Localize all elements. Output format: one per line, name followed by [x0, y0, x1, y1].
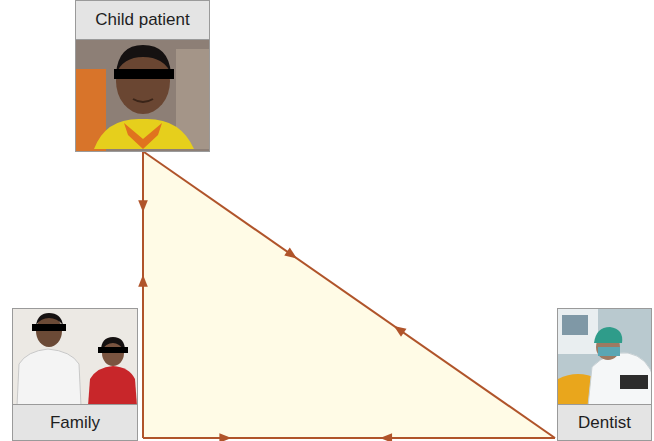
- triangle-area: [143, 152, 555, 438]
- arrowhead-from: [380, 433, 392, 441]
- label-band: Dentist: [558, 404, 651, 440]
- child-photo: [76, 39, 209, 151]
- connector: [143, 433, 555, 441]
- arrowhead-to: [138, 200, 148, 212]
- family-photo: [13, 309, 137, 405]
- connector-line: [142, 152, 144, 438]
- label-band: Child patient: [76, 1, 209, 40]
- arrowhead-from: [138, 275, 148, 287]
- label-band: Family: [13, 404, 137, 440]
- node-label: Child patient: [95, 10, 190, 30]
- child-patient-box: Child patient: [75, 0, 210, 152]
- family-box: Family: [12, 308, 138, 441]
- arrowhead-from: [394, 326, 407, 337]
- node-label: Dentist: [578, 413, 631, 433]
- connector-line: [144, 152, 555, 438]
- connector-line: [143, 437, 555, 439]
- node-label: Family: [50, 413, 100, 433]
- connector: [138, 152, 148, 438]
- arrowhead-to: [219, 433, 231, 441]
- connector: [144, 152, 555, 438]
- dentist-box: Dentist: [557, 308, 652, 441]
- arrowhead-to: [284, 248, 297, 259]
- dentist-photo: [558, 309, 651, 405]
